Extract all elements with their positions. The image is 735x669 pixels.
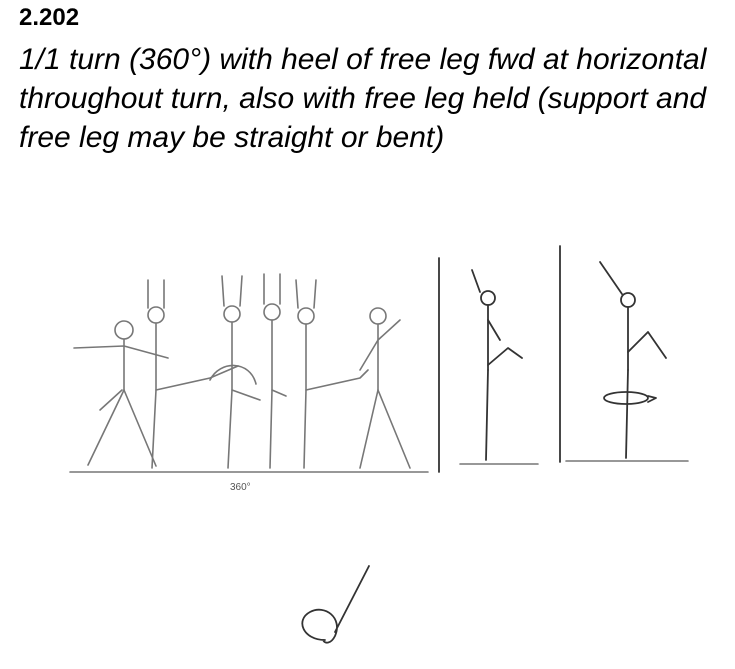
illustration-figures: 360° xyxy=(60,240,700,500)
element-code: 2.202 xyxy=(19,4,80,31)
figure-6 xyxy=(359,307,411,469)
figure-7 xyxy=(471,269,523,461)
symbol-loop xyxy=(301,565,370,644)
figure-4 xyxy=(263,273,287,469)
element-description: 1/1 turn (360°) with heel of free leg fw… xyxy=(19,43,707,154)
figure-8 xyxy=(599,261,667,459)
figure-5 xyxy=(295,279,369,469)
figure-3 xyxy=(209,275,261,469)
turn-degree-label: 360° xyxy=(230,482,251,493)
figure-2 xyxy=(147,279,239,469)
figure-1 xyxy=(73,320,169,467)
turn-symbol-icon xyxy=(285,560,385,660)
